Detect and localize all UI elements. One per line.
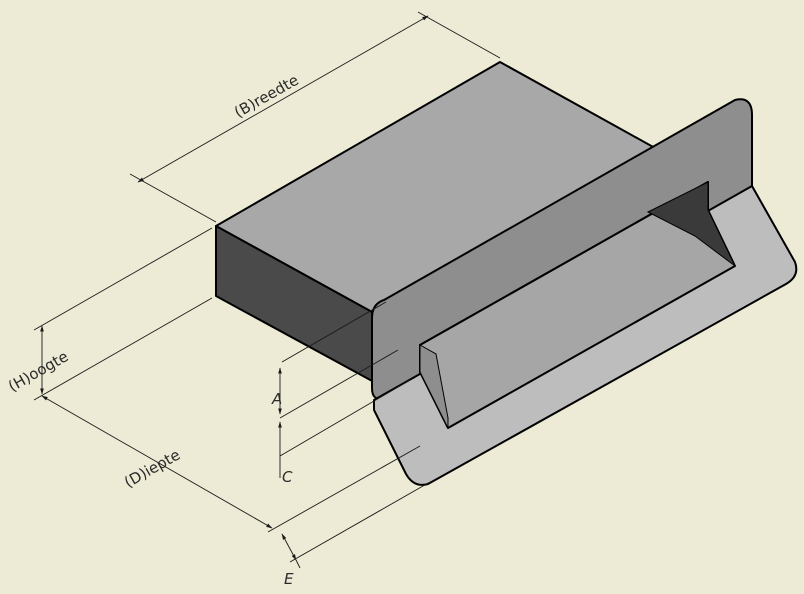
opening-wall [646, 181, 736, 267]
diepte-label: (D)iepte [121, 446, 183, 492]
c-label: C [282, 468, 293, 486]
e-dimension-line [281, 533, 297, 561]
duct-object [215, 61, 798, 486]
opening-left-wall [419, 344, 449, 429]
breedte-label: (B)reedte [231, 71, 302, 122]
breedte-dimension-line [137, 15, 429, 183]
a-label: A [271, 390, 282, 408]
e-label: E [284, 570, 294, 588]
diepte-dimension-line [41, 395, 273, 529]
hoogte-label: (H)oogte [5, 347, 71, 395]
